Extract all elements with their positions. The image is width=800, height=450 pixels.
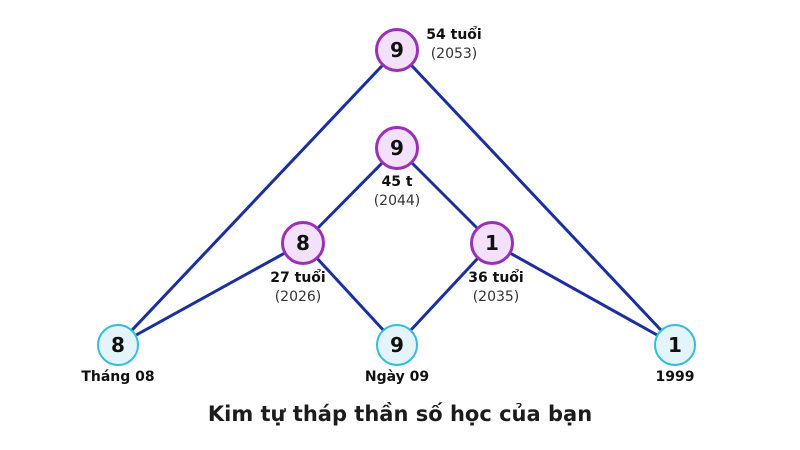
peak-second-value: 1 bbox=[485, 231, 499, 255]
peak-fourth-node: 9 bbox=[375, 28, 419, 72]
peak-third-year: (2044) bbox=[373, 193, 421, 209]
base-month-node: 8 bbox=[97, 324, 139, 366]
base-year-node: 1 bbox=[654, 324, 696, 366]
base-year-label: 1999 bbox=[655, 369, 695, 385]
peak-second-node: 1 bbox=[470, 221, 514, 265]
peak-second-age: 36 tuổi bbox=[468, 270, 524, 286]
peak-first-year: (2026) bbox=[274, 289, 322, 305]
peak-first-label: 27 tuổi (2026) bbox=[258, 269, 338, 307]
base-month-value: 8 bbox=[111, 333, 125, 357]
peak-third-label: 45 t (2044) bbox=[357, 173, 437, 211]
diagram-title: Kim tự tháp thần số học của bạn bbox=[207, 402, 593, 426]
peak-third-node: 9 bbox=[375, 126, 419, 170]
peak-third-age: 45 t bbox=[381, 174, 413, 190]
base-day-node: 9 bbox=[376, 324, 418, 366]
peak-fourth-age: 54 tuổi bbox=[426, 27, 482, 43]
peak-fourth-value: 9 bbox=[390, 38, 404, 62]
base-year-value: 1 bbox=[668, 333, 682, 357]
peak-first-node: 8 bbox=[281, 221, 325, 265]
peak-first-age: 27 tuổi bbox=[270, 270, 326, 286]
peak-second-year: (2035) bbox=[472, 289, 520, 305]
peak-second-label: 36 tuổi (2035) bbox=[456, 269, 536, 307]
peak-third-value: 9 bbox=[390, 136, 404, 160]
peak-fourth-label: 54 tuổi (2053) bbox=[424, 26, 484, 64]
base-day-value: 9 bbox=[390, 333, 404, 357]
peak-fourth-year: (2053) bbox=[430, 46, 478, 62]
base-month-label: Tháng 08 bbox=[81, 369, 155, 385]
peak-first-value: 8 bbox=[296, 231, 310, 255]
base-day-label: Ngày 09 bbox=[364, 369, 430, 385]
